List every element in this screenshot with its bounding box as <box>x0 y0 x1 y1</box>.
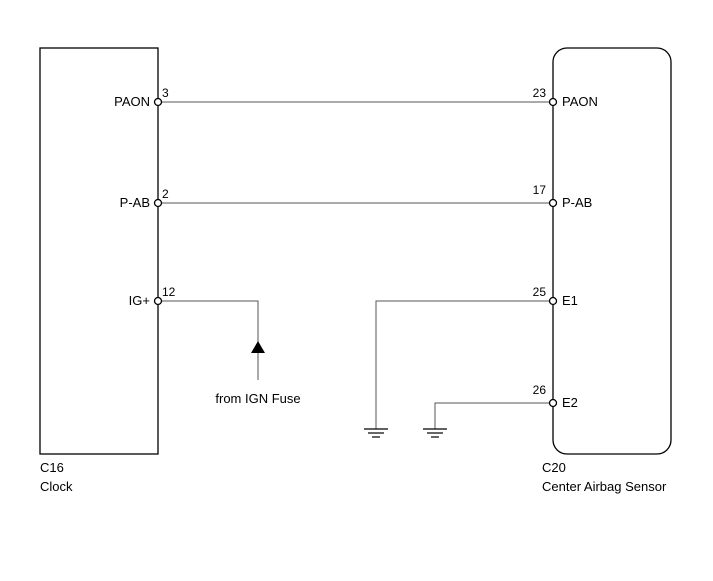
sensor-component-code: C20 <box>542 460 566 475</box>
sensor-pin-label-e2: E2 <box>562 395 578 410</box>
sensor-pin-number-e2: 26 <box>533 383 547 397</box>
wire-e1 <box>375 300 549 429</box>
wire-e2 <box>434 402 549 429</box>
clock-pin-label-p-ab: P-AB <box>120 195 150 210</box>
sensor-pin-number-e1: 25 <box>533 285 547 299</box>
sensor-pin-number-p-ab: 17 <box>533 183 547 197</box>
clock-pin-label-paon: PAON <box>114 94 150 109</box>
clock-pin-number-paon: 3 <box>162 86 169 100</box>
airbag-sensor-component-box <box>552 47 672 455</box>
ign-fuse-label: from IGN Fuse <box>215 391 300 406</box>
clock-pin-number-ig-plus: 12 <box>162 285 176 299</box>
clock-component-box <box>39 47 159 455</box>
terminal-circle-icon <box>548 97 558 107</box>
terminal-circle-icon <box>153 296 163 306</box>
sensor-pin-label-p-ab: P-AB <box>562 195 592 210</box>
terminal-circle-icon <box>548 296 558 306</box>
wire-ig-plus <box>162 300 259 380</box>
terminal-circle-icon <box>153 198 163 208</box>
terminal-circle-icon <box>548 198 558 208</box>
terminal-circle-icon <box>153 97 163 107</box>
terminal-circle-icon <box>548 398 558 408</box>
sensor-pin-number-paon: 23 <box>533 86 547 100</box>
ground-icon <box>364 428 388 438</box>
ground-icon <box>423 428 447 438</box>
arrow-up-icon <box>251 341 265 353</box>
clock-component-code: C16 <box>40 460 64 475</box>
clock-component-name: Clock <box>40 479 73 494</box>
clock-pin-number-p-ab: 2 <box>162 187 169 201</box>
clock-pin-label-ig-plus: IG+ <box>129 293 150 308</box>
sensor-pin-label-paon: PAON <box>562 94 598 109</box>
sensor-pin-label-e1: E1 <box>562 293 578 308</box>
sensor-component-name: Center Airbag Sensor <box>542 479 667 494</box>
